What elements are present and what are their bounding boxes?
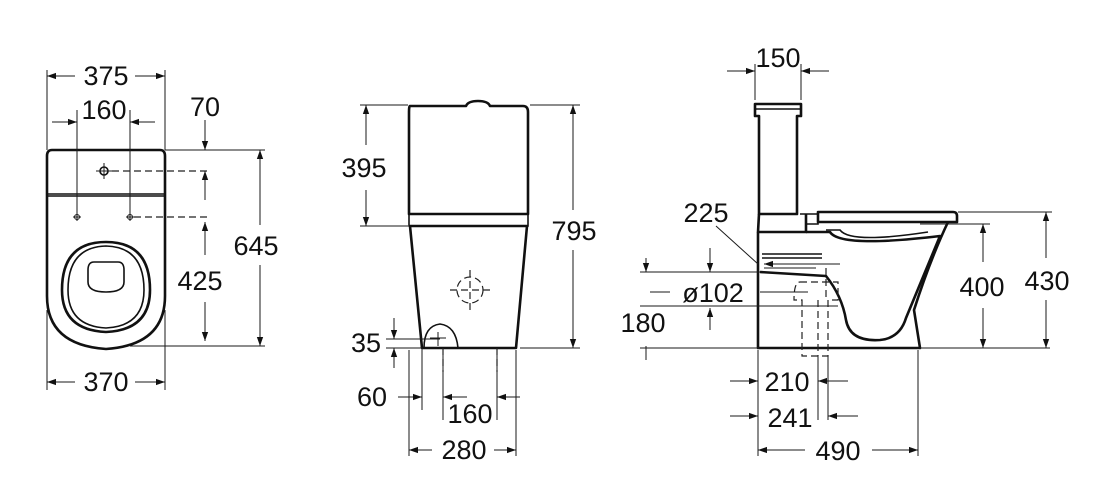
side-view-cistern (753, 102, 803, 216)
dim-seat-height: 430 (1024, 266, 1069, 296)
top-view-bowl (60, 240, 152, 334)
dim-tank-offset: 225 (683, 198, 728, 228)
dim-bowl-height: 400 (959, 272, 1004, 302)
dim-outlet-to-wall-min: 210 (764, 367, 809, 397)
side-view: 150 225 ø102 180 400 430 210 241 (620, 43, 1069, 466)
side-view-seat (816, 210, 959, 224)
dim-outlet-to-wall-max: 241 (767, 403, 812, 433)
crosshair-icon (450, 270, 490, 310)
dim-overall-height: 795 (551, 216, 596, 246)
dim-cistern-height: 395 (341, 153, 386, 183)
dim-overall-length: 490 (815, 436, 860, 466)
dim-inlet-height: 35 (351, 328, 381, 358)
dim-overall-depth: 645 (233, 231, 278, 261)
dim-base-width: 280 (441, 435, 486, 465)
top-view: 375 160 70 425 645 370 (45, 61, 279, 397)
dim-outlet-height: 180 (620, 308, 665, 338)
front-view-cistern (407, 99, 530, 216)
dim-floor-fixing-spacing: 160 (447, 399, 492, 429)
front-view: 395 795 35 60 160 280 (341, 99, 597, 465)
dim-overall-width: 375 (83, 61, 128, 91)
dim-fixing-spacing: 160 (81, 95, 126, 125)
dim-bottom-width: 370 (83, 367, 128, 397)
dim-inlet-offset: 60 (357, 382, 387, 412)
side-view-bowl (756, 221, 950, 350)
dim-fixing-to-front: 425 (177, 266, 222, 296)
crosshair-icon (96, 163, 112, 179)
dim-fixing-offset: 70 (190, 92, 220, 122)
dim-cistern-depth: 150 (755, 43, 800, 73)
top-view-outline (45, 148, 167, 351)
front-view-pedestal (408, 224, 529, 350)
dim-outlet-diameter: ø102 (682, 278, 744, 308)
